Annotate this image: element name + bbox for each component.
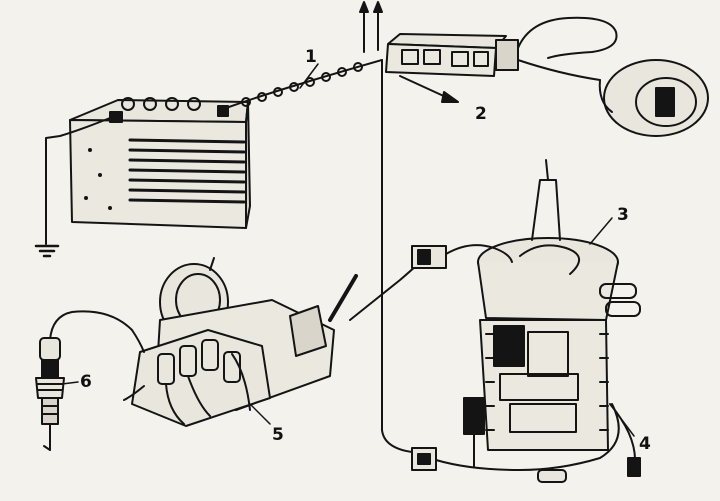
callout-5: 5 [272,425,284,445]
callout-3: 3 [617,205,629,225]
battery-cable [225,59,383,109]
ignition-module [435,159,641,483]
distributor [123,257,358,427]
callout-2: 2 [475,104,487,124]
spark-plug [35,310,145,451]
connector-block [359,1,709,137]
callout-1: 1 [305,47,317,67]
callout-6: 6 [80,372,92,392]
signal-wire [381,59,437,471]
module-connector [349,244,513,321]
battery [34,97,251,258]
callout-4: 4 [639,434,651,454]
